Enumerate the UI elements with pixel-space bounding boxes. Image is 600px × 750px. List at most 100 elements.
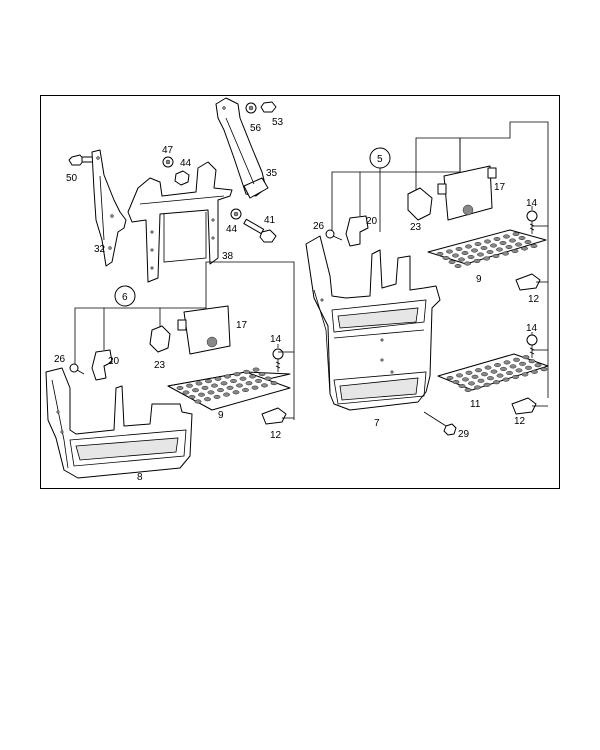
callout-41: 41 bbox=[264, 215, 276, 226]
callout-53: 53 bbox=[272, 117, 284, 128]
perforation bbox=[518, 235, 526, 240]
screw-29-icon bbox=[423, 411, 457, 436]
perforation bbox=[473, 259, 481, 264]
perforation bbox=[223, 392, 230, 397]
perforation bbox=[270, 381, 278, 386]
perforation bbox=[230, 379, 237, 384]
bolt-50-icon bbox=[68, 154, 97, 166]
callout-35: 35 bbox=[266, 168, 278, 179]
tread-plate-9-right-icon bbox=[427, 229, 547, 269]
perforation bbox=[512, 231, 520, 236]
perforation bbox=[509, 238, 516, 243]
callout-26-left: 26 bbox=[54, 354, 66, 365]
callout-7: 7 bbox=[374, 418, 380, 429]
callout-47: 47 bbox=[162, 145, 174, 156]
perforation bbox=[245, 381, 253, 386]
perforation bbox=[475, 368, 482, 373]
perforation bbox=[448, 260, 456, 265]
perforation bbox=[490, 369, 498, 374]
perforation bbox=[474, 385, 481, 390]
perforation bbox=[236, 383, 243, 388]
perforation bbox=[477, 252, 484, 257]
perforation bbox=[502, 251, 509, 256]
callout-20-left: 20 bbox=[108, 356, 120, 367]
perforation bbox=[493, 236, 501, 241]
cover-17-right-icon bbox=[437, 165, 497, 221]
perforation bbox=[436, 251, 444, 256]
perforation bbox=[509, 364, 517, 369]
perforation bbox=[182, 390, 190, 395]
perforation bbox=[452, 253, 459, 258]
perforation bbox=[252, 367, 260, 372]
clip-12-right-bottom-icon bbox=[511, 397, 537, 415]
perforation bbox=[530, 243, 538, 248]
callout-12-left: 12 bbox=[270, 430, 282, 441]
perforation bbox=[503, 234, 510, 239]
clip-20-right-icon bbox=[345, 215, 369, 247]
perforation bbox=[471, 374, 479, 379]
clip-20-left-icon bbox=[91, 349, 113, 381]
perforation bbox=[474, 241, 482, 246]
perforation bbox=[494, 363, 501, 368]
perforation bbox=[456, 373, 463, 378]
perforation bbox=[484, 239, 491, 244]
perforation bbox=[205, 379, 212, 384]
perforation bbox=[519, 361, 526, 366]
perforation bbox=[213, 394, 221, 399]
perforation bbox=[493, 380, 500, 385]
perforation bbox=[251, 385, 259, 390]
perforation bbox=[500, 367, 507, 372]
callout-9-left: 9 bbox=[218, 410, 224, 421]
step-body-8-icon bbox=[45, 367, 193, 479]
screw-26-left-icon bbox=[69, 363, 85, 375]
perforation bbox=[255, 378, 262, 383]
perforation bbox=[499, 240, 507, 245]
perforation bbox=[261, 383, 268, 388]
perforation bbox=[233, 372, 241, 377]
perforation bbox=[506, 371, 513, 376]
callout-14-left: 14 bbox=[270, 334, 282, 345]
perforation bbox=[531, 369, 538, 374]
nut-44-icon bbox=[174, 170, 190, 186]
perforation bbox=[239, 376, 247, 381]
perforation bbox=[455, 246, 463, 251]
perforation bbox=[243, 369, 250, 374]
perforation bbox=[515, 368, 523, 373]
perforation bbox=[442, 256, 450, 261]
tread-plate-11-icon bbox=[437, 353, 549, 393]
perforation bbox=[515, 242, 522, 247]
callout-29: 29 bbox=[458, 429, 470, 440]
perforation bbox=[232, 390, 240, 395]
callout-circle-6 bbox=[114, 285, 136, 307]
perforation bbox=[467, 254, 475, 259]
strut-35-icon bbox=[215, 97, 269, 199]
perforation bbox=[483, 256, 490, 261]
perforation bbox=[454, 264, 462, 269]
screw-14-top-right-icon bbox=[526, 210, 538, 234]
perforation bbox=[484, 365, 492, 370]
perforation bbox=[465, 370, 473, 375]
bracket-32-icon bbox=[91, 149, 127, 267]
callout-11: 11 bbox=[470, 399, 481, 410]
tread-plate-9-left-icon bbox=[167, 367, 291, 411]
latch-23-left-icon bbox=[149, 325, 171, 353]
perforation bbox=[462, 377, 469, 382]
callout-56: 56 bbox=[250, 123, 262, 134]
callout-17-left: 17 bbox=[236, 320, 248, 331]
perforation bbox=[483, 382, 491, 387]
perforation bbox=[486, 249, 494, 254]
perforation bbox=[446, 376, 454, 381]
perforation bbox=[192, 388, 199, 393]
perforation bbox=[505, 244, 513, 249]
perforation bbox=[186, 383, 193, 388]
perforation bbox=[220, 381, 228, 386]
callout-44-bottom: 44 bbox=[226, 224, 238, 235]
perforation bbox=[522, 355, 530, 360]
perforation bbox=[496, 373, 504, 378]
screw-26-right-icon bbox=[325, 229, 343, 241]
perforation bbox=[503, 360, 511, 365]
callout-6: 6 bbox=[122, 292, 128, 303]
screw-14-mid-right-icon bbox=[526, 334, 538, 358]
bolt-53-icon bbox=[260, 101, 277, 113]
callout-14-mid-right: 14 bbox=[526, 323, 538, 334]
